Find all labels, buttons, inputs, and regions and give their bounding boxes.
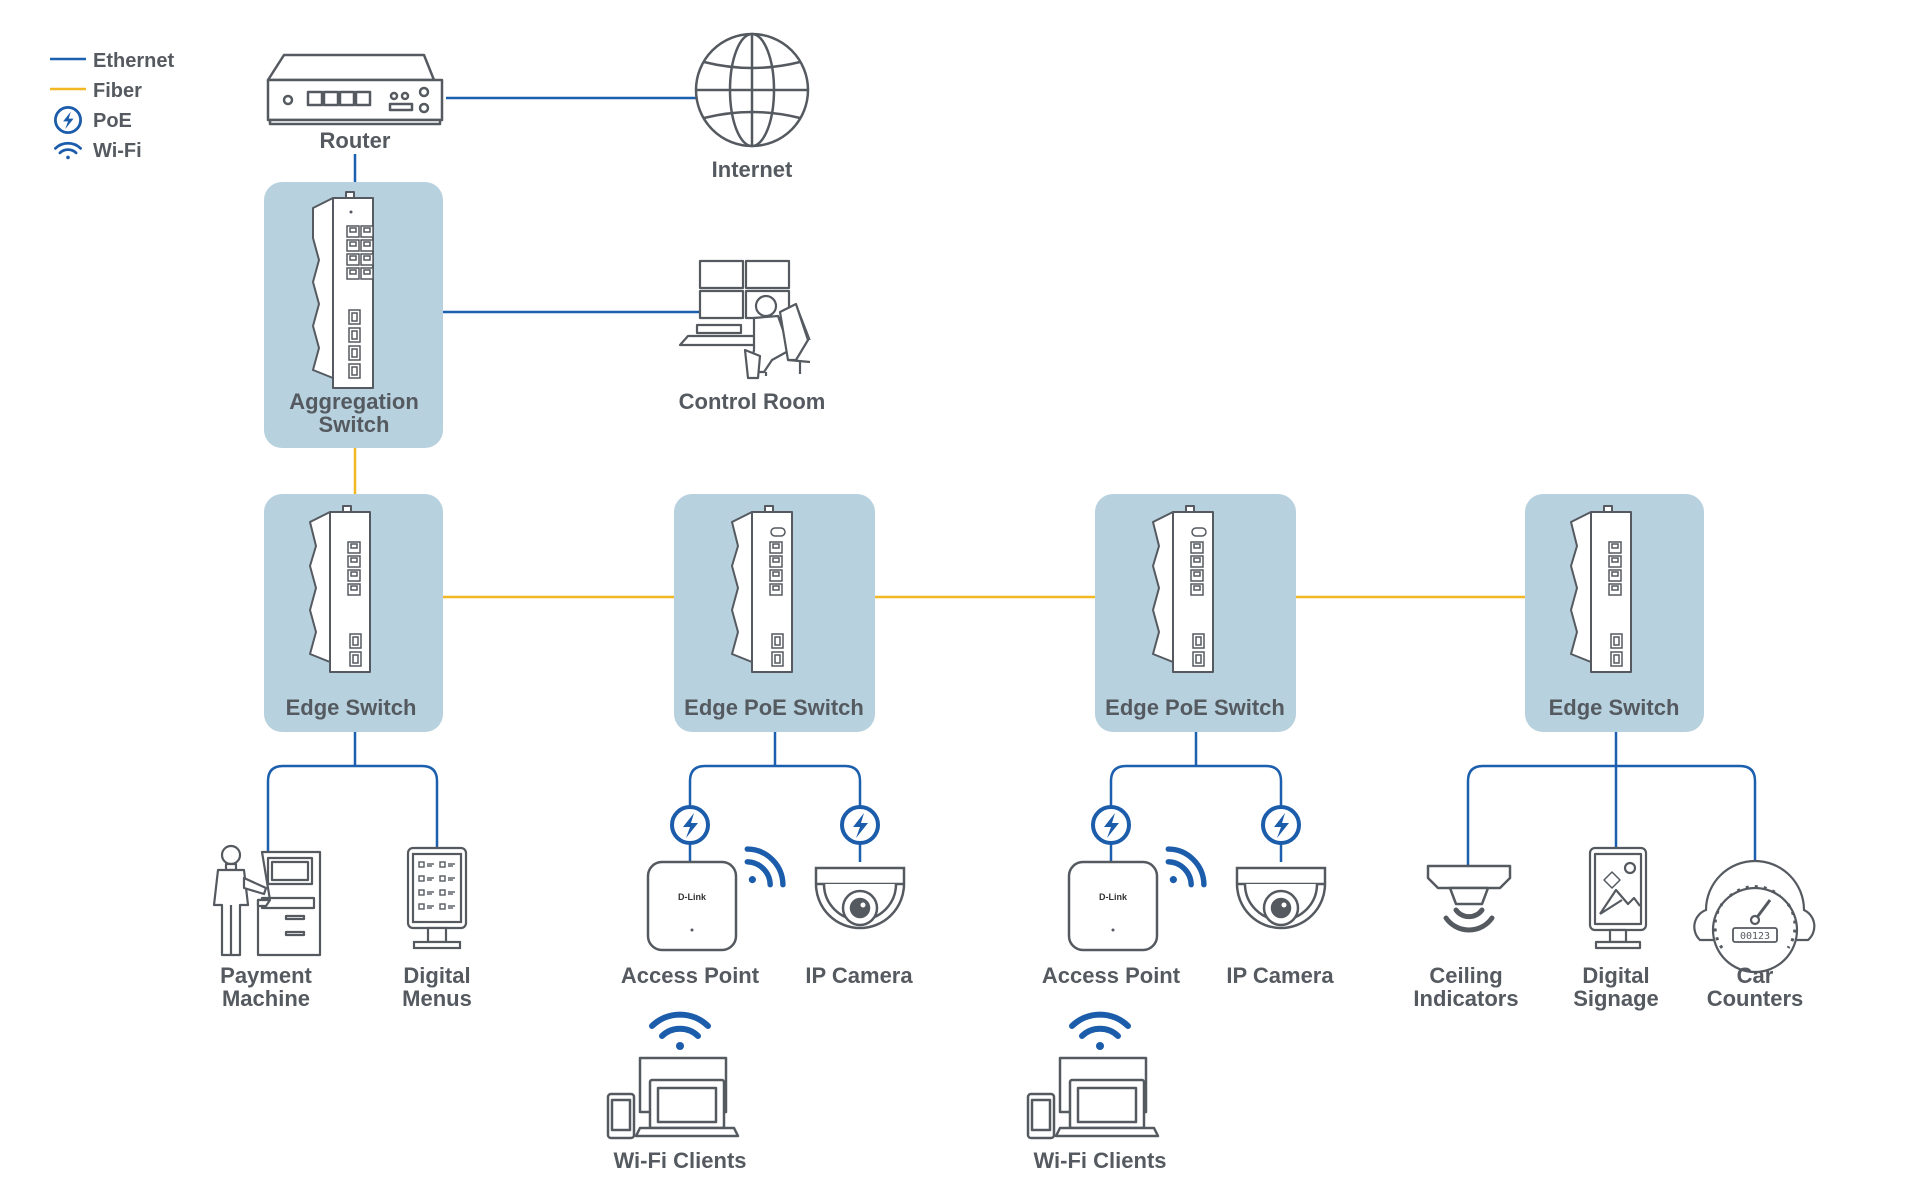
edge-switch-1-node: Edge Switch — [264, 494, 443, 732]
digital-menus-label-line2: Menus — [402, 986, 472, 1011]
wifi-icon — [54, 141, 82, 161]
laptop-phone-clients-icon — [606, 1056, 740, 1140]
edge-switch-2-icon — [1570, 505, 1632, 673]
edge-poe-switch-1-label: Edge PoE Switch — [684, 695, 864, 720]
digital-menus-label-line1: Digital — [403, 963, 470, 988]
legend-ethernet-label: Ethernet — [93, 50, 174, 72]
edge-poe-switch-2-fanout — [1109, 732, 1283, 862]
edge-switch-1-fanout — [266, 732, 439, 855]
internet-label: Internet — [712, 157, 793, 182]
digital-menu-board-icon — [406, 846, 468, 950]
aggregation-switch-icon — [312, 191, 374, 389]
access-point-icon: D-Link — [1067, 860, 1159, 952]
speedometer-counter-icon: 00123 — [1693, 859, 1816, 974]
access-point-1-label: Access Point — [621, 963, 760, 988]
digital-signage-label-line1: Digital — [1582, 963, 1649, 988]
edge-switch-1-icon — [309, 505, 371, 673]
laptop-phone-clients-icon — [1026, 1056, 1160, 1140]
router-node: Router — [266, 53, 444, 153]
connection-lines — [266, 96, 1757, 904]
access-point-brand: D-Link — [678, 892, 707, 902]
edge-poe-switch-1-icon — [731, 505, 793, 673]
poe-icon — [840, 805, 880, 845]
wifi-icon — [1153, 842, 1211, 900]
payment-machine-label-line1: Payment — [220, 963, 312, 988]
access-point-brand: D-Link — [1099, 892, 1128, 902]
legend: Ethernet Fiber PoE Wi-Fi — [50, 50, 174, 162]
car-counters-label-line2: Counters — [1707, 986, 1804, 1011]
router-label: Router — [320, 128, 391, 153]
car-counters-label-line1: Car — [1737, 963, 1774, 988]
edge-poe-switch-2-label: Edge PoE Switch — [1105, 695, 1285, 720]
control-room-node: Control Room — [678, 259, 826, 414]
access-point-icon: D-Link — [646, 860, 738, 952]
digital-menus-node: Digital Menus — [402, 846, 472, 1011]
globe-icon — [694, 32, 810, 148]
car-counter-digits: 00123 — [1740, 931, 1770, 942]
ceiling-indicators-label-line2: Indicators — [1413, 986, 1518, 1011]
aggregation-switch-label-line2: Switch — [319, 412, 390, 437]
wifi-clients-2-node: Wi-Fi Clients — [1026, 1015, 1167, 1173]
edge-poe-switch-2-node: Edge PoE Switch — [1095, 494, 1296, 732]
ip-camera-1-node: IP Camera — [805, 805, 913, 988]
legend-wifi-label: Wi-Fi — [93, 140, 142, 162]
digital-signage-icon — [1588, 846, 1648, 950]
ip-camera-2-node: IP Camera — [1226, 805, 1334, 988]
edge-poe-switch-1-fanout — [688, 732, 862, 862]
ceiling-indicators-label-line1: Ceiling — [1429, 963, 1502, 988]
aggregation-switch-label-line1: Aggregation — [289, 389, 419, 414]
poe-icon — [1091, 805, 1131, 845]
wifi-icon — [652, 1015, 708, 1050]
ip-camera-1-label: IP Camera — [805, 963, 913, 988]
ip-camera-2-label: IP Camera — [1226, 963, 1334, 988]
wifi-clients-1-label: Wi-Fi Clients — [613, 1148, 746, 1173]
internet-node: Internet — [694, 32, 810, 182]
wifi-clients-2-label: Wi-Fi Clients — [1033, 1148, 1166, 1173]
access-point-2-node: D-Link Access Point — [1042, 805, 1211, 988]
wifi-icon — [1072, 1015, 1128, 1050]
digital-signage-label-line2: Signage — [1573, 986, 1659, 1011]
car-counters-node: 00123 Car Counters — [1693, 859, 1816, 1011]
edge-switch-2-fanout — [1466, 732, 1757, 904]
wifi-clients-1-node: Wi-Fi Clients — [606, 1015, 747, 1173]
wifi-icon — [732, 842, 790, 900]
poe-icon — [670, 805, 710, 845]
poe-icon — [54, 106, 82, 135]
payment-machine-node: Payment Machine — [212, 844, 322, 1011]
router-icon — [266, 53, 444, 126]
edge-switch-1-label: Edge Switch — [286, 695, 417, 720]
edge-switch-2-label: Edge Switch — [1549, 695, 1680, 720]
edge-poe-switch-1-node: Edge PoE Switch — [674, 494, 875, 732]
edge-poe-switch-2-icon — [1152, 505, 1214, 673]
dome-camera-icon — [1235, 866, 1327, 930]
dome-camera-icon — [814, 866, 906, 930]
payment-machine-icon — [212, 844, 322, 957]
access-point-2-label: Access Point — [1042, 963, 1181, 988]
edge-switch-2-node: Edge Switch — [1525, 494, 1704, 732]
aggregation-switch-node: Aggregation Switch — [264, 182, 443, 448]
ceiling-indicators-node: Ceiling Indicators — [1413, 864, 1519, 1011]
legend-poe-label: PoE — [93, 110, 132, 132]
operator-workstation-icon — [678, 259, 811, 380]
poe-icon — [1261, 805, 1301, 845]
access-point-1-node: D-Link Access Point — [621, 805, 790, 988]
ceiling-indicator-icon — [1426, 864, 1512, 933]
control-room-label: Control Room — [679, 389, 826, 414]
legend-fiber-label: Fiber — [93, 80, 142, 102]
payment-machine-label-line2: Machine — [222, 986, 310, 1011]
digital-signage-node: Digital Signage — [1573, 846, 1659, 1011]
